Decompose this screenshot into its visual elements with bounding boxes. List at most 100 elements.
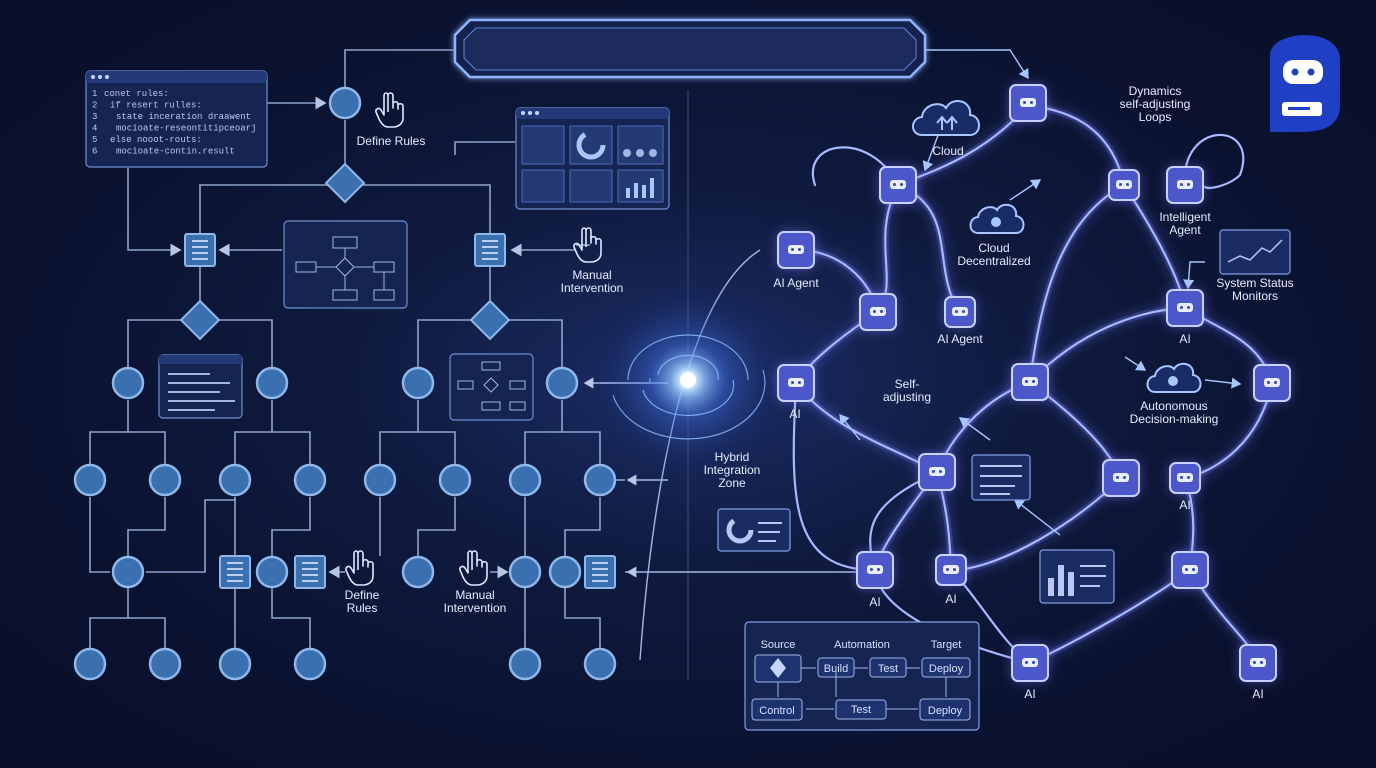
ai-agent-node — [1009, 84, 1047, 122]
bot-face-icon — [952, 307, 968, 316]
label-ai-agent-2: AI Agent — [937, 332, 983, 346]
code-line-number: 1 — [92, 89, 97, 99]
bot-face-icon — [890, 180, 906, 189]
ai-agent-node — [777, 231, 815, 269]
bot-face-icon — [1264, 378, 1280, 387]
decision-diamond — [179, 299, 221, 341]
pipeline-header: Source — [761, 639, 796, 651]
process-node — [111, 366, 145, 400]
document-icon — [219, 555, 251, 589]
ai-agent-node — [1108, 169, 1140, 201]
label-ai-bottom-3: AI — [1024, 687, 1035, 701]
ai-agent-node — [879, 166, 917, 204]
document-icon — [584, 555, 616, 589]
pipeline-step: Deploy — [929, 663, 964, 675]
code-line: if resert rulles: — [110, 101, 202, 111]
document-icon — [294, 555, 326, 589]
ai-agent-node — [1166, 166, 1204, 204]
code-line: mocioate-contin.result — [116, 147, 235, 157]
cloud-decision-icon — [1146, 362, 1202, 393]
process-node — [73, 463, 107, 497]
ai-agent-node — [856, 551, 894, 589]
bar-chart-panel — [1039, 549, 1115, 604]
process-node — [508, 463, 542, 497]
process-node — [148, 463, 182, 497]
label-ai-mid-right: AI — [1179, 498, 1190, 512]
ai-agent-node — [944, 296, 976, 328]
ai-agent-node — [1171, 551, 1209, 589]
cloud-network-icon — [969, 203, 1025, 234]
bot-face-icon — [1250, 658, 1266, 667]
label-cloud: Cloud — [932, 144, 963, 158]
flowchart-panel-2 — [449, 353, 534, 421]
bot-face-icon — [1020, 98, 1036, 107]
title-bar — [453, 18, 927, 79]
bot-face-icon — [1113, 473, 1129, 482]
bot-face-icon — [943, 565, 959, 574]
ai-agent-node — [777, 364, 815, 402]
ai-agent-node — [1102, 459, 1140, 497]
donut-panel — [717, 508, 791, 552]
process-node — [583, 647, 617, 681]
bot-face-icon — [1177, 303, 1193, 312]
hand-pointer-icon — [345, 550, 374, 586]
process-node — [218, 647, 252, 681]
process-node — [328, 86, 362, 120]
code-line: conet rules: — [104, 89, 169, 99]
pipeline-step: Build — [824, 663, 848, 675]
code-line: else nooot-routs: — [110, 135, 202, 145]
process-node — [255, 555, 289, 589]
left-connectors — [89, 49, 651, 648]
decision-diamond — [469, 299, 511, 341]
ai-agent-node — [1011, 644, 1049, 682]
ai-agent-node — [859, 293, 897, 331]
bot-face-icon — [867, 565, 883, 574]
hand-pointer-icon — [375, 92, 404, 128]
ai-agent-node — [935, 554, 967, 586]
brand-logo — [1270, 35, 1340, 132]
list-panel — [971, 454, 1031, 501]
bot-face-icon — [788, 378, 804, 387]
ai-agent-node — [1166, 289, 1204, 327]
process-node — [148, 647, 182, 681]
process-node — [583, 463, 617, 497]
pipeline-step: Test — [851, 704, 871, 716]
pipeline-header: Target — [931, 639, 962, 651]
process-node — [545, 366, 579, 400]
bot-face-icon — [1177, 473, 1193, 482]
code-panel — [85, 70, 268, 168]
label-define-rules-top: Define Rules — [357, 134, 426, 148]
code-line: state inceration draawent — [116, 112, 251, 122]
text-panel — [158, 354, 243, 419]
bot-face-icon — [1022, 377, 1038, 386]
decision-diamond — [324, 162, 366, 204]
ai-agent-node — [1239, 644, 1277, 682]
process-node — [293, 463, 327, 497]
process-node — [73, 647, 107, 681]
status-monitor-panel — [1219, 229, 1291, 275]
hybrid-vortex — [593, 285, 783, 475]
process-node — [401, 555, 435, 589]
bot-face-icon — [870, 307, 886, 316]
flowchart-panel-1 — [283, 220, 408, 309]
process-node — [508, 647, 542, 681]
label-ai-left: AI — [789, 407, 800, 421]
ai-agent-node — [1169, 462, 1201, 494]
code-line-number: 2 — [92, 101, 97, 111]
pipeline-step: Control — [759, 705, 794, 717]
label-ai-agent-1: AI Agent — [773, 276, 819, 290]
label-ai-bottom-1: AI — [869, 595, 880, 609]
label-self-adjusting: Self-adjusting — [883, 377, 931, 404]
pipeline-step: Deploy — [928, 705, 963, 717]
ai-agent-node — [1011, 363, 1049, 401]
document-icon — [474, 233, 506, 267]
right-arrows — [839, 49, 1242, 536]
document-icon — [184, 233, 216, 267]
bot-face-icon — [788, 245, 804, 254]
